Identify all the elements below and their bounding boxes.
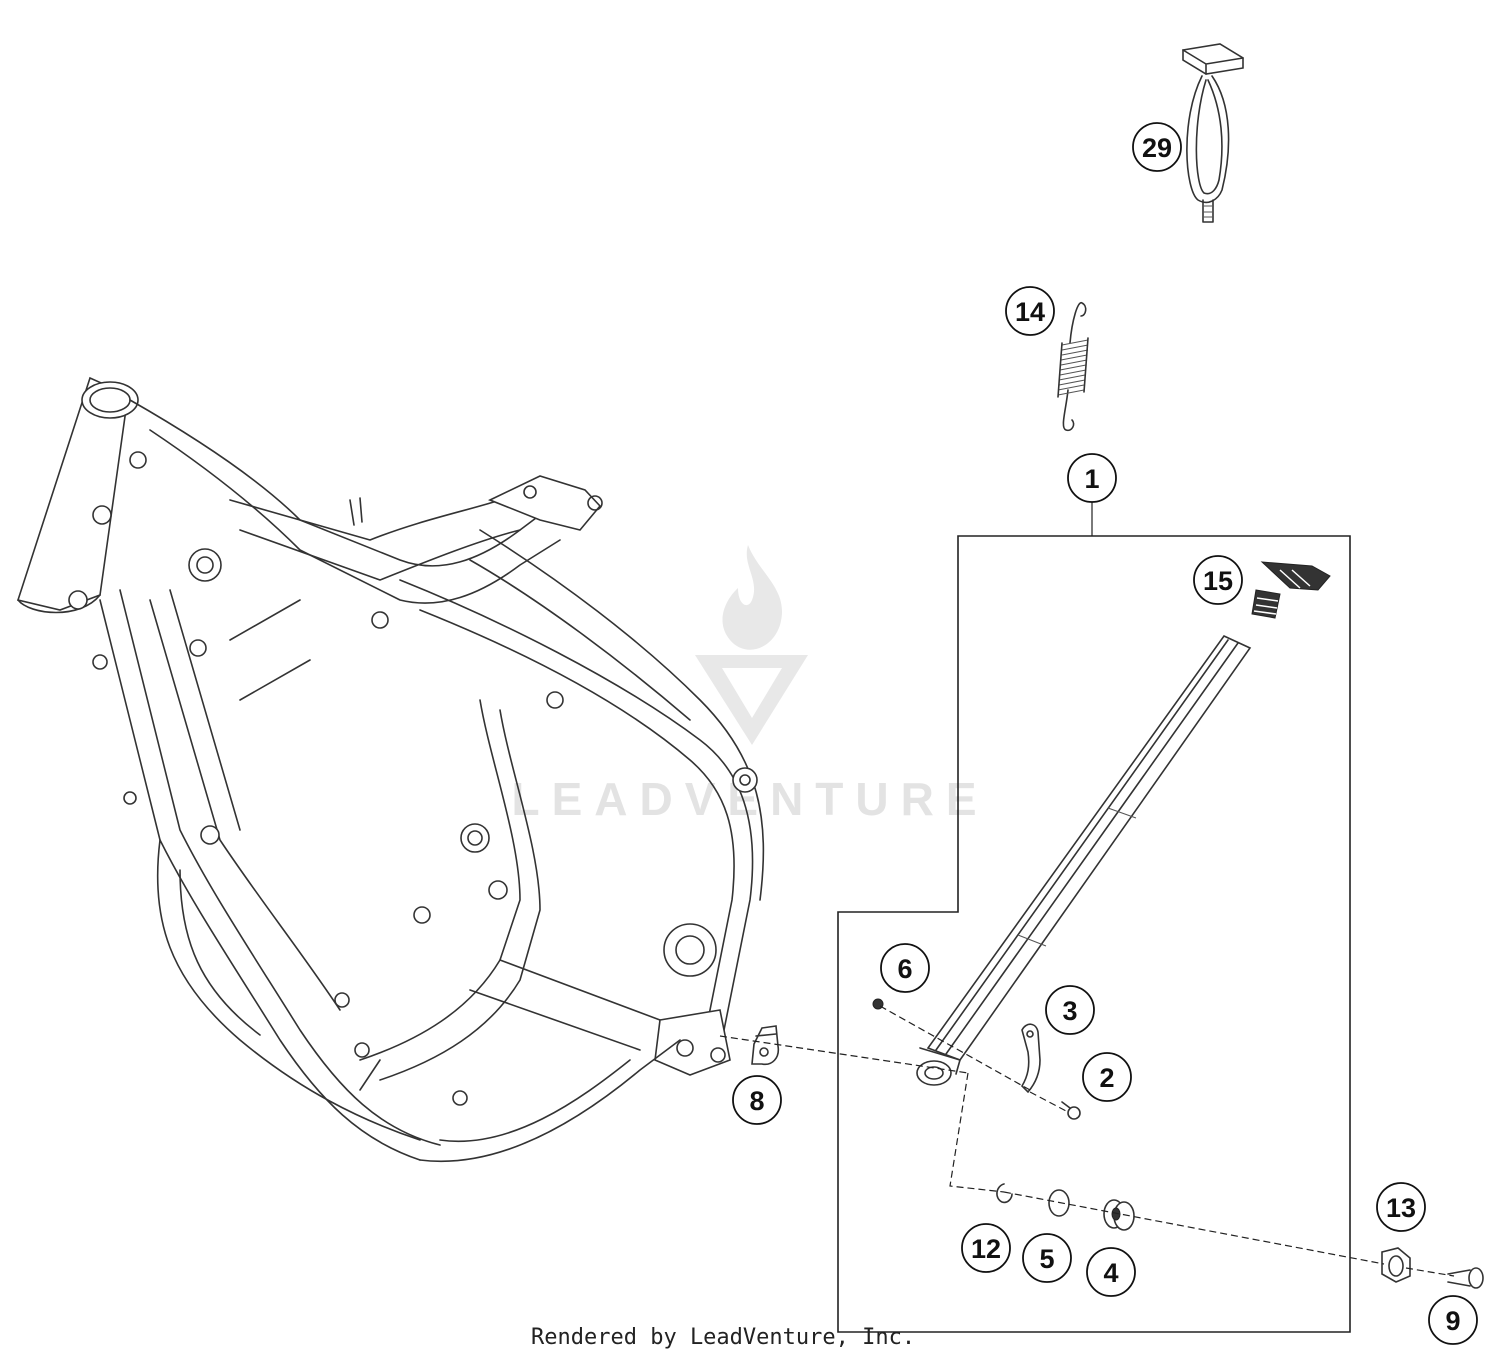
svg-text:8: 8 — [749, 1086, 764, 1116]
flame-logo-watermark-icon — [695, 545, 808, 745]
callout-29: 29 — [1132, 122, 1182, 172]
callout-4: 4 — [1086, 1247, 1136, 1297]
part-3-sensor-bracket — [1020, 1023, 1041, 1094]
svg-text:13: 13 — [1386, 1193, 1416, 1223]
motorcycle-frame — [16, 376, 765, 1162]
part-5-washer — [1048, 1189, 1070, 1217]
callout-2: 2 — [1082, 1052, 1132, 1102]
callout-1: 1 — [1067, 453, 1117, 503]
callout-6: 6 — [880, 943, 930, 993]
callout-9: 9 — [1428, 1295, 1478, 1345]
part-15-stand-foot — [1251, 561, 1331, 619]
part-9-bolt — [1447, 1267, 1484, 1289]
svg-text:9: 9 — [1445, 1306, 1460, 1336]
callout-13: 13 — [1376, 1182, 1426, 1232]
svg-text:1: 1 — [1084, 464, 1099, 494]
svg-text:6: 6 — [897, 954, 912, 984]
svg-text:4: 4 — [1103, 1258, 1118, 1288]
part-2-screw — [1061, 1101, 1081, 1120]
callout-12: 12 — [961, 1223, 1011, 1273]
part-4-bushing — [1103, 1199, 1135, 1231]
part-1-side-stand-leg — [916, 634, 1252, 1086]
svg-text:3: 3 — [1062, 996, 1077, 1026]
leader-lines — [719, 502, 1455, 1277]
callout-8: 8 — [732, 1075, 782, 1125]
svg-text:15: 15 — [1203, 566, 1233, 596]
svg-text:12: 12 — [971, 1234, 1001, 1264]
part-13-nut — [1381, 1247, 1411, 1283]
callouts: 29 14 1 15 6 3 2 8 — [732, 122, 1478, 1345]
part-29-t-handle-tool — [1182, 43, 1244, 223]
callout-5: 5 — [1022, 1233, 1072, 1283]
callout-3: 3 — [1045, 985, 1095, 1035]
svg-text:14: 14 — [1015, 297, 1045, 327]
kit-outline-box — [837, 535, 1351, 1333]
part-8-bracket-plate — [751, 1025, 780, 1066]
callout-14: 14 — [1005, 286, 1055, 336]
svg-text:29: 29 — [1142, 133, 1172, 163]
svg-text:2: 2 — [1099, 1063, 1114, 1093]
svg-text:5: 5 — [1039, 1244, 1054, 1274]
callout-15: 15 — [1193, 555, 1243, 605]
part-12-circlip — [996, 1183, 1013, 1204]
credit-line: Rendered by LeadVenture, Inc. — [531, 1325, 915, 1350]
part-14-spring — [1057, 302, 1089, 432]
